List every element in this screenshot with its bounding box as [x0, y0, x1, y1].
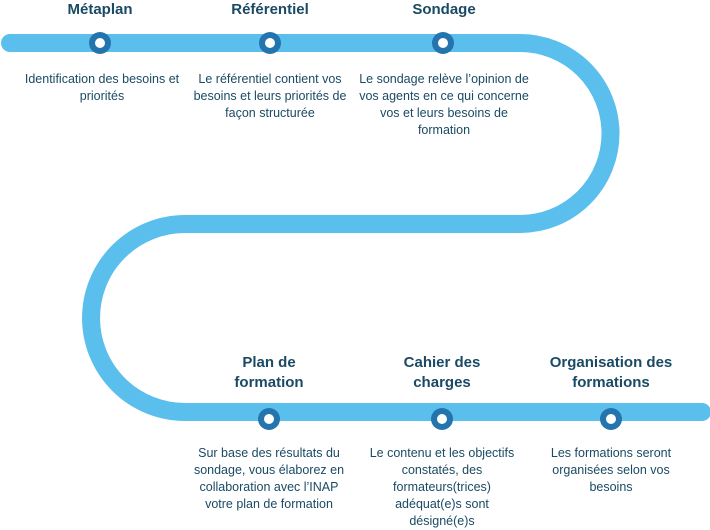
step-description-referentiel: Le référentiel contient vos besoins et l…: [193, 72, 347, 120]
milestone-dot-organisation: [600, 408, 622, 430]
step-title-referentiel: Référentiel: [231, 1, 309, 18]
step-title-metaplan: Métaplan: [67, 1, 133, 18]
step-description-metaplan: Identification des besoins et priorités: [24, 72, 180, 103]
step-title-plan-de-formation: Plan de formation: [234, 354, 304, 391]
track-path: [1, 34, 710, 421]
step-title-sondage: Sondage: [412, 1, 476, 18]
step-description-organisation: Les formations seront organisées selon v…: [550, 446, 672, 494]
milestone-dot-referentiel: [259, 32, 281, 54]
step-description-plan-de-formation: Sur base des résultats du sondage, vous …: [193, 446, 345, 511]
milestone-dot-cahier-des-charges: [431, 408, 453, 430]
milestone-dot-metaplan: [89, 32, 111, 54]
milestone-dot-sondage: [432, 32, 454, 54]
step-description-cahier-des-charges: Le contenu et les objectifs constatés, d…: [369, 446, 515, 528]
step-title-organisation: Organisation des formations: [549, 354, 673, 391]
step-description-sondage: Le sondage relève l’opinion de vos agent…: [359, 72, 529, 137]
step-title-cahier-des-charges: Cahier des charges: [403, 354, 481, 391]
milestone-dot-plan-de-formation: [258, 408, 280, 430]
